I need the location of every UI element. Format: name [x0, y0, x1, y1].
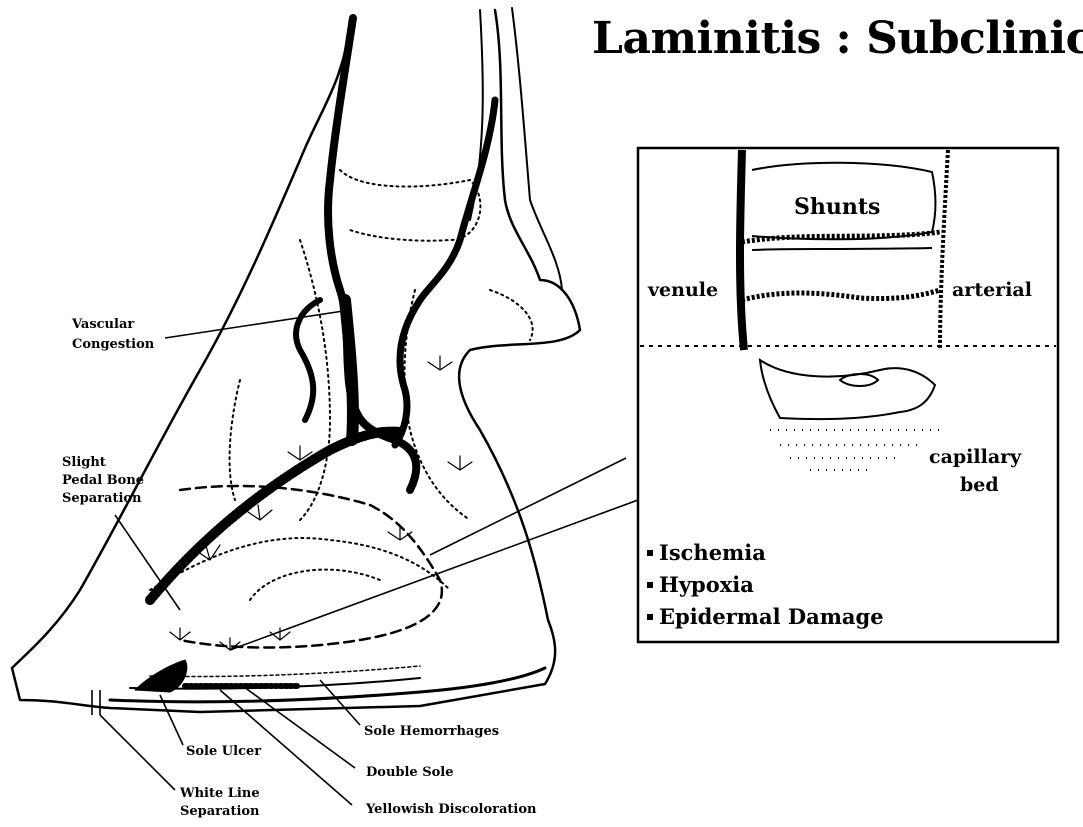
- capillary-bed-label-line1: capillary: [929, 446, 1022, 468]
- venule-wall: [740, 150, 744, 350]
- callout-sole-hemorrhages: Sole Hemorrhages: [320, 680, 499, 739]
- capillary-bed-label-line2: bed: [960, 474, 999, 496]
- callout-sole-hemorrhages-label: Sole Hemorrhages: [364, 724, 499, 739]
- callout-white-line-line1: White Line: [179, 786, 260, 801]
- callout-vascular-congestion-line2: Congestion: [72, 337, 155, 352]
- callout-pedal-bone-line3: Separation: [62, 491, 142, 506]
- callout-vascular-congestion: Vascular Congestion: [71, 310, 350, 352]
- callout-double-sole-label: Double Sole: [366, 765, 454, 780]
- inset-panel: Shunts venule arterial capillary bed Isc…: [638, 148, 1058, 642]
- callout-yellowish-label: Yellowish Discoloration: [365, 802, 537, 817]
- sole-ulcer-mark: [135, 660, 187, 692]
- bullet-hypoxia: Hypoxia: [659, 572, 754, 597]
- callout-pedal-bone-line1: Slight: [62, 455, 106, 470]
- pedal-bone-outline: [180, 486, 442, 648]
- callout-vascular-congestion-line1: Vascular: [71, 317, 134, 332]
- inset-connector-lines: [230, 458, 638, 650]
- hoof-illustration: [12, 8, 580, 712]
- bullet-ischemia: Ischemia: [659, 540, 766, 565]
- bullet-epidermal-damage: Epidermal Damage: [659, 604, 884, 629]
- cannon-bone-outline: [512, 8, 562, 290]
- callout-sole-ulcer: Sole Ulcer: [160, 695, 261, 759]
- shunts-label: Shunts: [794, 194, 880, 220]
- callout-pedal-bone-line2: Pedal Bone: [62, 473, 144, 488]
- callout-sole-ulcer-label: Sole Ulcer: [186, 744, 261, 759]
- diagram-title: Laminitis : Subclinical: [592, 13, 1083, 64]
- arterial-label: arterial: [952, 279, 1032, 301]
- venule-label: venule: [647, 279, 718, 301]
- capillary-branches: [170, 356, 472, 650]
- callout-white-line-line2: Separation: [180, 804, 260, 819]
